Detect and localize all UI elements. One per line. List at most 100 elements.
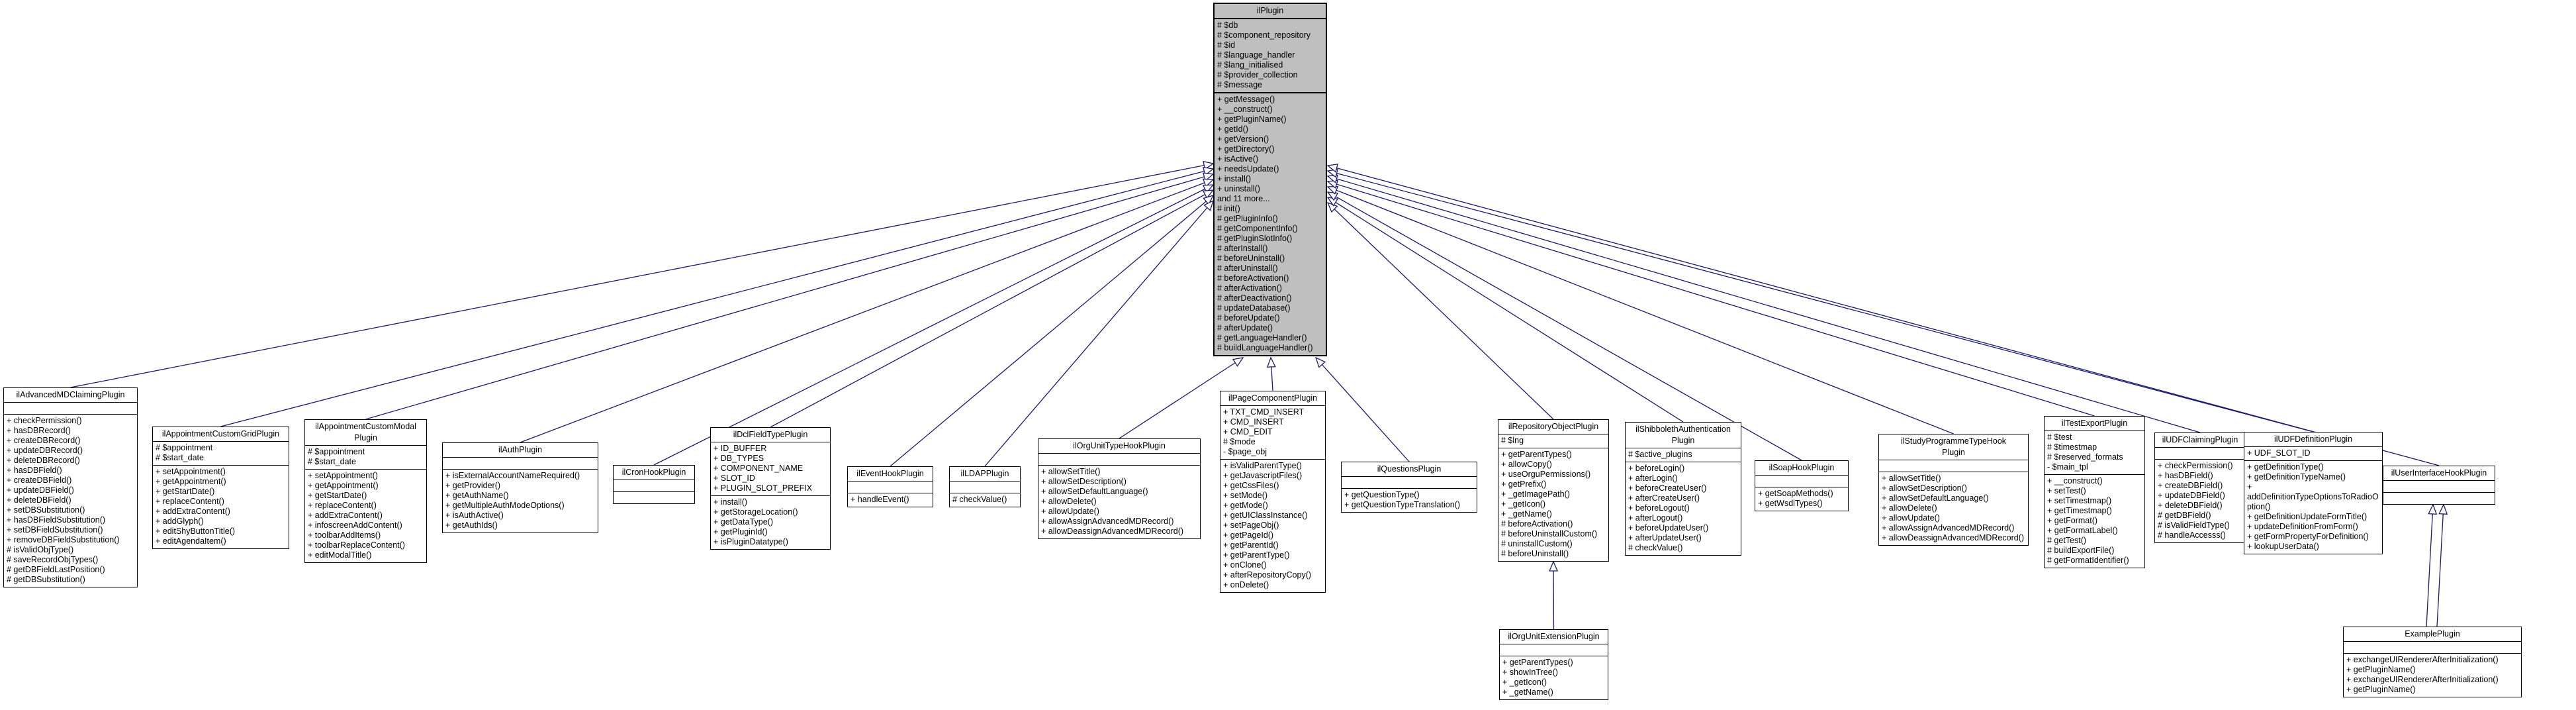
class-member: + install() [713,497,748,507]
class-member: + afterUpdateUser() [1628,533,1702,542]
inheritance-arrow [220,169,1214,427]
class-box-ilUDFDefinitionPlugin[interactable]: ilUDFDefinitionPlugin+ UDF_SLOT_ID+ getD… [2244,432,2383,554]
class-member: + showInTree() [1502,668,1558,677]
class-title[interactable]: ilEventHookPlugin [848,467,933,481]
class-title[interactable]: ilTestExportPlugin [2045,417,2144,431]
class-box-ilTestExportPlugin[interactable]: ilTestExportPlugin# $test# $timestmap# $… [2044,416,2145,568]
class-member: # afterDeactivation() [1217,293,1292,303]
class-methods: + getParentTypes()+ allowCopy()+ useOrgu… [1498,448,1608,561]
class-title[interactable]: ilAdvancedMDClaimingPlugin [4,388,137,402]
class-member: + onClone() [1223,560,1267,570]
class-member: + setTest() [2047,486,2086,495]
class-title-line: Plugin [354,433,377,442]
class-member: + _getImagePath() [1501,489,1570,499]
class-member: + getQuestionType() [1344,490,1420,499]
class-methods: + exchangeUIRendererAfterInitialization(… [2344,653,2521,697]
class-member: # getLanguageHandler() [1217,333,1307,342]
class-title-line: ilUserInterfaceHookPlugin [2391,468,2487,478]
class-attributes: # $db# $component_repository# $id# $lang… [1215,18,1326,92]
class-box-ilSoapHookPlugin[interactable]: ilSoapHookPlugin+ getSoapMethods()+ getW… [1755,460,1849,511]
class-title[interactable]: ilAppointmentCustomGridPlugin [153,427,289,441]
class-title-line: ilStudyProgrammeTypeHook [1900,436,2007,446]
class-box-ilCronHookPlugin[interactable]: ilCronHookPlugin [613,465,695,504]
class-member: + install() [1217,174,1252,183]
class-member: # updateDatabase() [1217,303,1291,313]
class-member: and 11 more... [1217,194,1270,203]
class-box-ilDclFieldTypePlugin[interactable]: ilDclFieldTypePlugin+ ID_BUFFER+ DB_TYPE… [710,427,831,550]
class-methods: + allowSetTitle()+ allowSetDescription()… [1038,465,1200,538]
class-title[interactable]: ilUserInterfaceHookPlugin [2383,466,2495,480]
class-title[interactable]: ExamplePlugin [2344,627,2521,641]
class-title[interactable]: ilLDAPPlugin [950,467,1020,481]
class-member: + _getIcon() [1501,499,1546,509]
class-member: # $provider_collection [1217,70,1298,79]
class-member: + getPluginName() [2346,665,2416,674]
class-title[interactable]: ilSoapHookPlugin [1755,461,1848,475]
class-box-ilPageComponentPlugin[interactable]: ilPageComponentPlugin+ TXT_CMD_INSERT+ C… [1220,391,1326,593]
class-member: + allowSetDescription() [1882,483,1967,493]
class-box-ilAuthPlugin[interactable]: ilAuthPlugin + isExternalAccountNameRequi… [442,442,598,533]
class-member: # getComponentInfo() [1217,224,1298,233]
class-box-ExamplePlugin[interactable]: ExamplePlugin + exchangeUIRendererAfterIn… [2343,627,2522,697]
class-title[interactable]: ilUDFClaimingPlugin [2155,433,2245,447]
class-member: + SLOT_ID [713,474,755,483]
class-member: + getQuestionTypeTranslation() [1344,500,1460,509]
class-box-ilAppointmentCustomGridPlugin[interactable]: ilAppointmentCustomGridPlugin# $appointm… [152,427,289,549]
class-title-line: ilPlugin [1256,6,1284,15]
class-member: + needsUpdate() [1217,164,1279,174]
class-title-line: ExamplePlugin [2405,629,2460,638]
class-member: + onDelete() [1223,580,1269,589]
class-box-ilOrgUnitTypeHookPlugin[interactable]: ilOrgUnitTypeHookPlugin + allowSetTitle()… [1038,438,1201,539]
class-box-ilRepositoryObjectPlugin[interactable]: ilRepositoryObjectPlugin # $lng + getParen… [1498,419,1609,562]
class-box-ilLDAPPlugin[interactable]: ilLDAPPlugin # checkValue() [949,466,1021,507]
inheritance-arrow [653,185,1213,466]
class-member: + isExternalAccountNameRequired() [445,471,580,480]
class-member: # $mode [1223,437,1256,446]
class-member: + updateDBField() [7,485,74,495]
class-member: + deleteDBField() [2158,501,2223,510]
class-title[interactable]: ilAuthPlugin [443,443,598,457]
class-title[interactable]: ilDclFieldTypePlugin [711,428,830,442]
class-box-ilEventHookPlugin[interactable]: ilEventHookPlugin + handleEvent() [847,466,933,507]
class-methods: # checkValue() [950,493,1020,507]
class-member: + getPluginId() [713,527,768,536]
class-title[interactable]: ilPageComponentPlugin [1220,391,1325,405]
class-member: + setDBFieldSubstitution() [7,525,103,534]
class-methods: + allowSetTitle()+ allowSetDescription()… [1879,472,2028,545]
class-title-line: ilAdvancedMDClaimingPlugin [16,390,125,399]
class-box-ilQuestionsPlugin[interactable]: ilQuestionsPlugin + getQuestionType()+ ge… [1341,462,1477,513]
class-box-ilPlugin[interactable]: ilPlugin # $db# $component_repository# $i… [1213,3,1327,356]
class-attributes: # $appointment# $start_date [305,445,426,469]
class-member: # getDBField() [2158,511,2211,520]
class-member: # getDBFieldLastPosition() [7,565,105,574]
class-title[interactable]: ilCronHookPlugin [614,466,694,480]
class-title[interactable]: ilPlugin [1215,4,1326,18]
class-title[interactable]: ilUDFDefinitionPlugin [2244,432,2382,446]
class-title[interactable]: ilRepositoryObjectPlugin [1498,420,1608,434]
class-title[interactable]: ilQuestionsPlugin [1342,462,1477,476]
class-box-ilUDFClaimingPlugin[interactable]: ilUDFClaimingPlugin+ checkPermission()+ … [2154,432,2246,543]
class-box-ilOrgUnitExtensionPlugin[interactable]: ilOrgUnitExtensionPlugin+ getParentTypes… [1499,629,1608,700]
class-member: # $start_date [156,453,204,462]
class-member: + allowDelete() [1041,497,1097,506]
class-box-ilAdvancedMDClaimingPlugin[interactable]: ilAdvancedMDClaimingPlugin+ checkPermiss… [3,387,138,587]
class-member: + deleteDBField() [7,495,71,505]
class-title-line: ilAppointmentCustomGridPlugin [161,429,280,438]
class-box-ilUserInterfaceHookPlugin[interactable]: ilUserInterfaceHookPlugin [2383,466,2495,505]
class-title[interactable]: ilOrgUnitExtensionPlugin [1500,630,1608,644]
class-member: # $lng [1501,436,1524,445]
class-member: # beforeUpdate() [1217,313,1280,323]
class-member: + getSoapMethods() [1758,489,1833,498]
class-member: + handleEvent() [851,495,909,504]
class-methods: + getDefinitionType()+ getDefinitionType… [2244,460,2382,554]
class-methods: + setAppointment()+ getAppointment()+ ge… [153,465,289,548]
class-title[interactable]: ilOrgUnitTypeHookPlugin [1038,439,1200,453]
class-member: + addExtraContent() [308,511,383,520]
